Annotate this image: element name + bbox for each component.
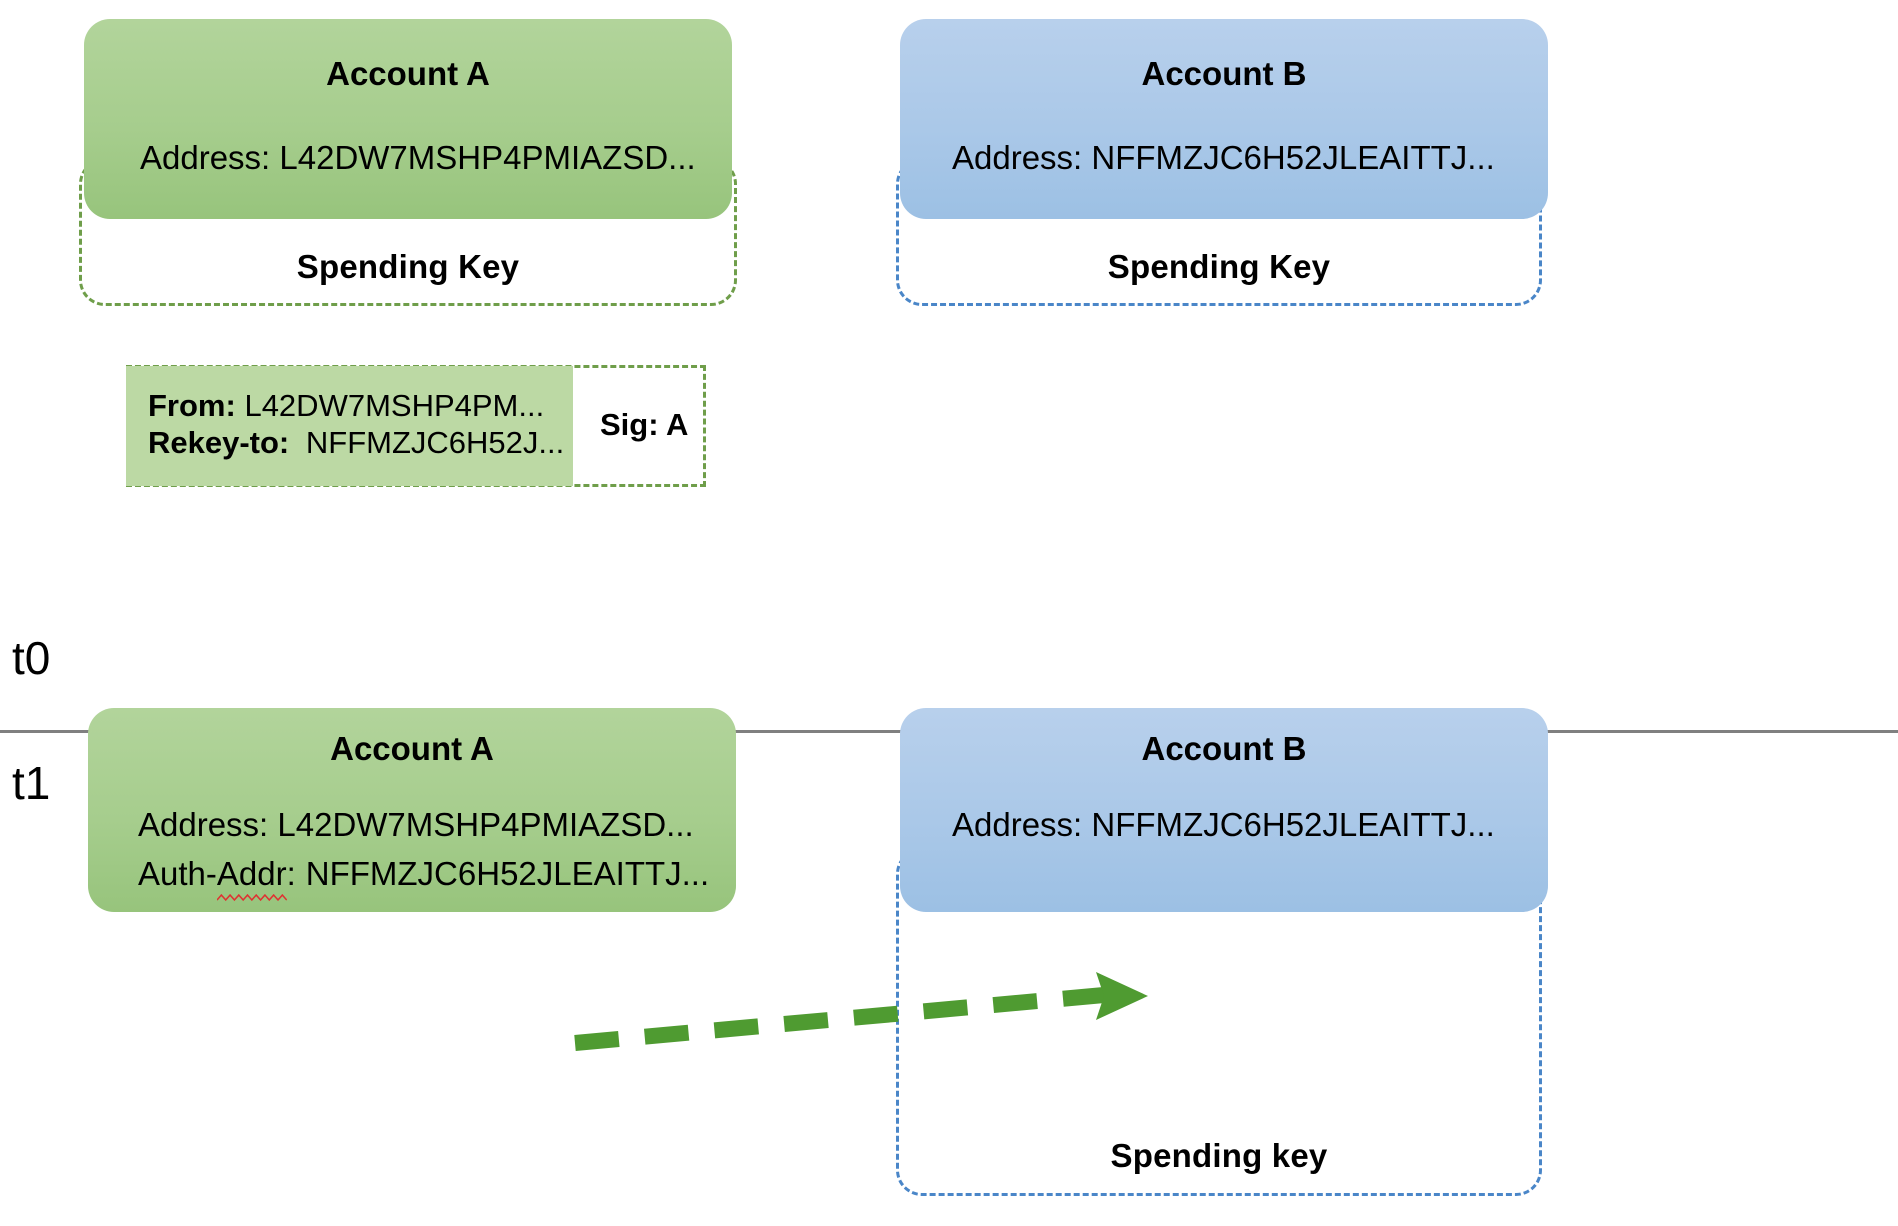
timeline-label-t1: t1 <box>12 757 51 809</box>
t1-auth-addr-suffix: : <box>286 855 296 892</box>
t1-auth-addr-value: NFFMZJC6H52JLEAITTJ... <box>305 855 710 892</box>
t1-account-a-auth-addr: Auth-Addr :NFFMZJC6H52JLEAITTJ... <box>138 855 710 902</box>
timeline-label-t0: t0 <box>12 632 51 684</box>
t1-account-a-title: Account A <box>330 730 494 767</box>
t0-txn-rekey-value: NFFMZJC6H52J... <box>305 425 565 460</box>
t0-account-b-card[interactable]: Account B Address: NFFMZJC6H52JLEAITTJ..… <box>900 19 1548 219</box>
t1-auth-addr-misspelled-text: Addr <box>216 855 287 892</box>
t0-txn-from-row: From: L42DW7MSHP4PM... <box>148 388 544 424</box>
t0-rekey-transaction-body <box>126 366 573 486</box>
spellcheck-squiggle-icon <box>216 894 287 902</box>
t1-account-b-address: Address: NFFMZJC6H52JLEAITTJ... <box>952 806 1495 843</box>
t0-txn-signature: Sig: A <box>600 407 689 442</box>
t0-account-b-title: Account B <box>1141 55 1307 92</box>
t1-account-b-title: Account B <box>1141 730 1307 767</box>
t0-account-a-spending-key-label: Spending Key <box>296 248 520 285</box>
t0-account-a-address: Address: L42DW7MSHP4PMIAZSD... <box>140 139 696 176</box>
t1-account-a-address: Address: L42DW7MSHP4PMIAZSD... <box>138 806 694 843</box>
t1-auth-addr-prefix: Auth- <box>138 855 217 892</box>
t0-txn-rekey-label: Rekey-to: <box>148 425 290 460</box>
t0-account-b-spending-key-label: Spending Key <box>1107 248 1331 285</box>
t0-account-a-card[interactable]: Account A Address: L42DW7MSHP4PMIAZSD... <box>84 19 732 219</box>
t1-account-b-card[interactable]: Account B Address: NFFMZJC6H52JLEAITTJ..… <box>900 708 1548 912</box>
t0-account-a-title: Account A <box>326 55 490 92</box>
t0-account-b-address: Address: NFFMZJC6H52JLEAITTJ... <box>952 139 1495 176</box>
t0-txn-from-value: L42DW7MSHP4PM... <box>244 388 545 423</box>
t1-auth-addr-misspelled-word: Addr <box>216 855 287 902</box>
t1-account-b-spending-key-label: Spending key <box>1110 1137 1328 1174</box>
t1-account-a-card[interactable]: Account A Address: L42DW7MSHP4PMIAZSD...… <box>88 708 736 912</box>
t0-txn-rekey-row: Rekey-to: NFFMZJC6H52J... <box>148 425 564 461</box>
t0-txn-from-label: From: <box>148 388 236 423</box>
